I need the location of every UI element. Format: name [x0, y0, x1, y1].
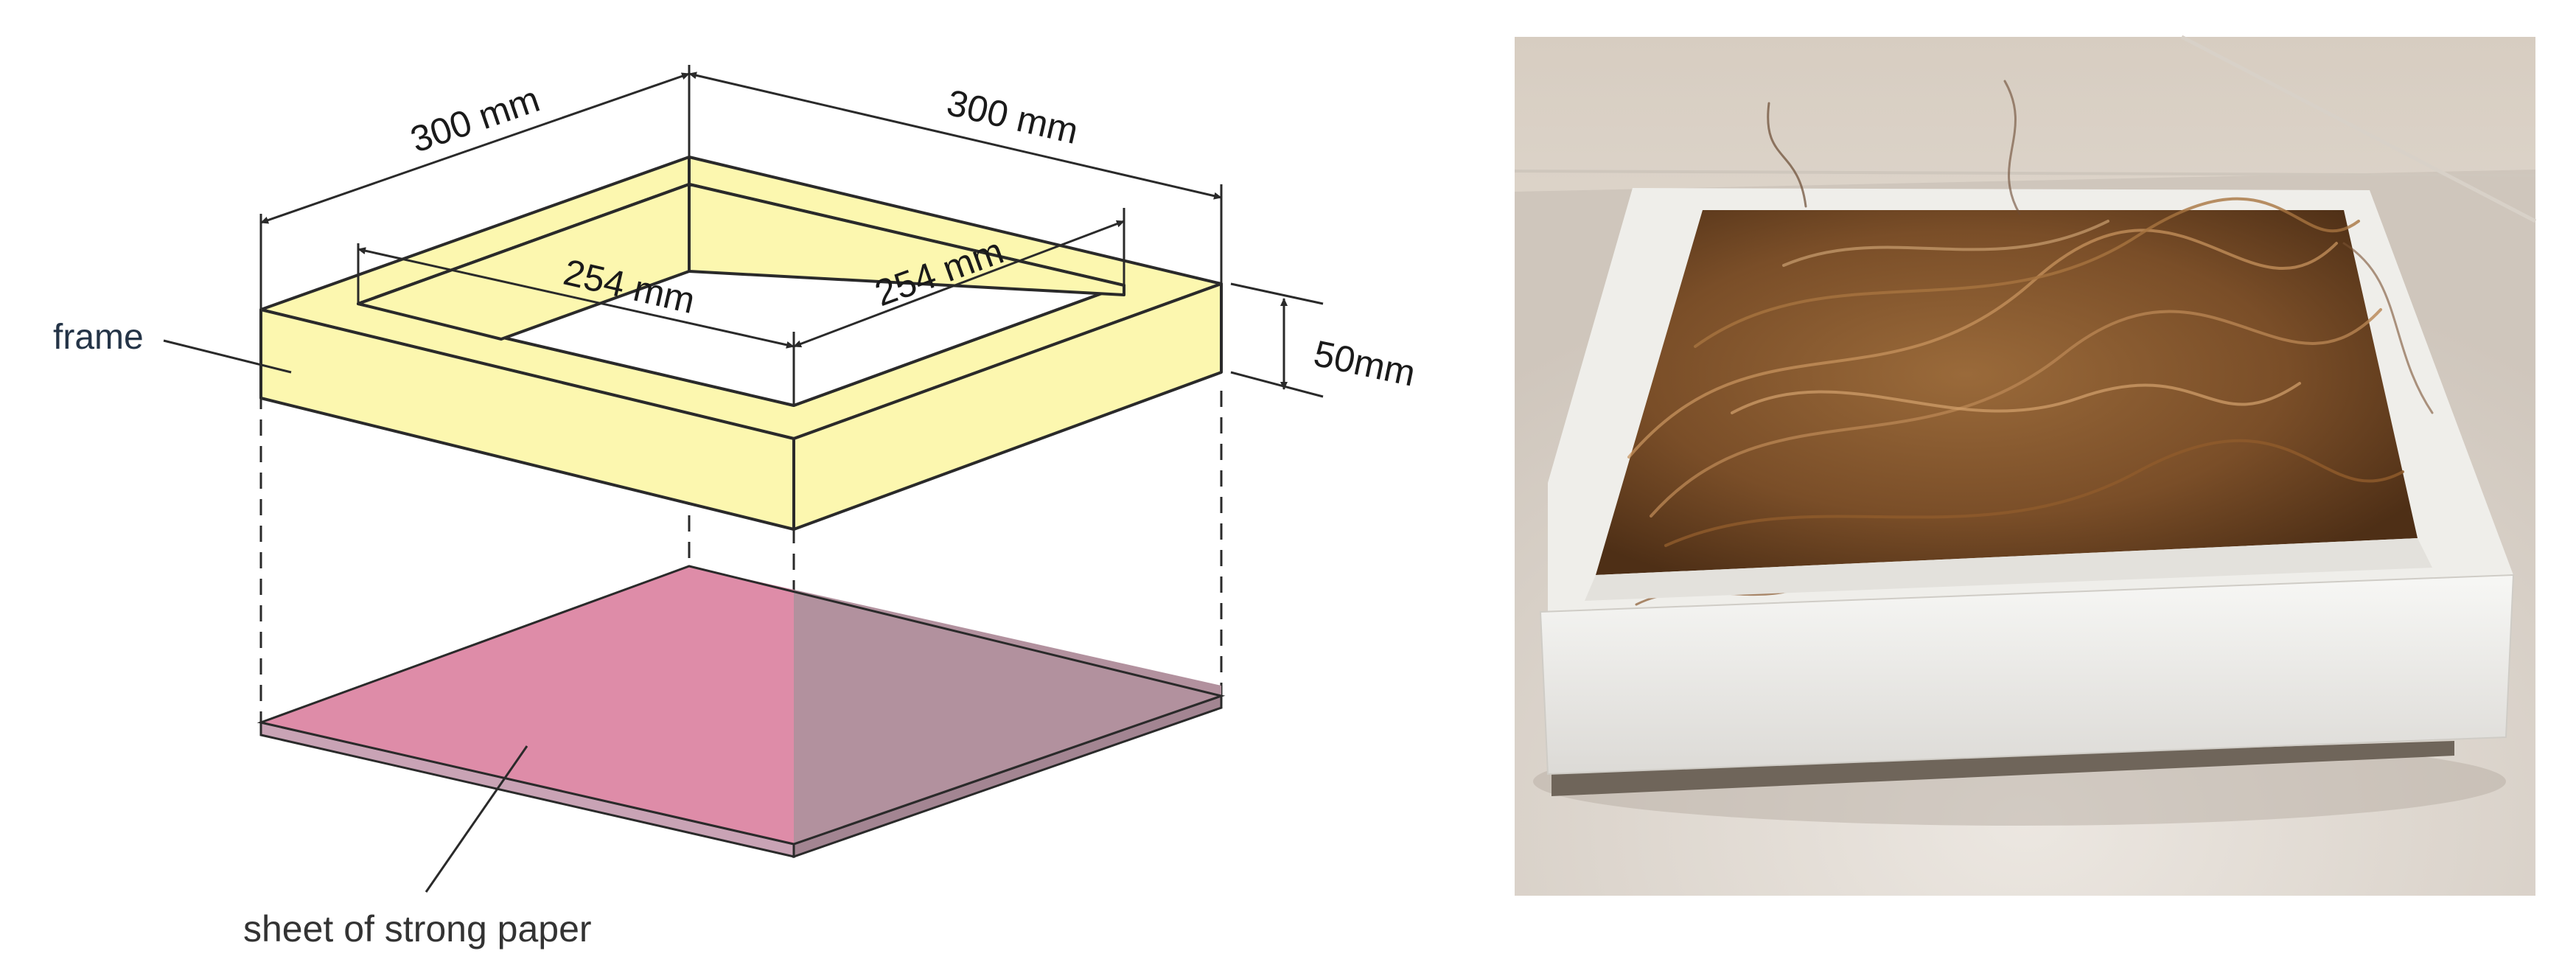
paper-label: sheet of strong paper [243, 908, 592, 950]
floor-tile-seam [1514, 170, 2536, 177]
frame-label: frame [53, 318, 144, 357]
frame-leader-line [163, 339, 292, 374]
paper-leader-line [425, 745, 528, 893]
floor-tile-seam-2 [2180, 35, 2537, 223]
foam-inner-lip [1585, 538, 2432, 601]
schematic-drawing: 300 mm 300 mm 254 mm 254 mm 50mm frame [53, 65, 1419, 950]
paper-top-left [261, 566, 794, 844]
dimension-label-height: 50mm [1310, 332, 1420, 394]
paper-top-right [689, 566, 1221, 844]
paper-outline [256, 565, 1226, 846]
dimension-label-outer-right: 300 mm [943, 82, 1083, 152]
foam-frame-front [1539, 574, 2515, 776]
paper-sheet [256, 565, 1226, 859]
sample-photograph [1514, 35, 2537, 896]
dimension-outer-right [688, 72, 1223, 284]
frame [259, 156, 1223, 531]
coir-fibre-fill [1596, 210, 2418, 575]
dimension-inner-right [793, 208, 1125, 348]
sample-cardboard-base [1551, 741, 2454, 796]
dimension-height [1230, 282, 1324, 398]
fibre-texture [1627, 80, 2434, 606]
